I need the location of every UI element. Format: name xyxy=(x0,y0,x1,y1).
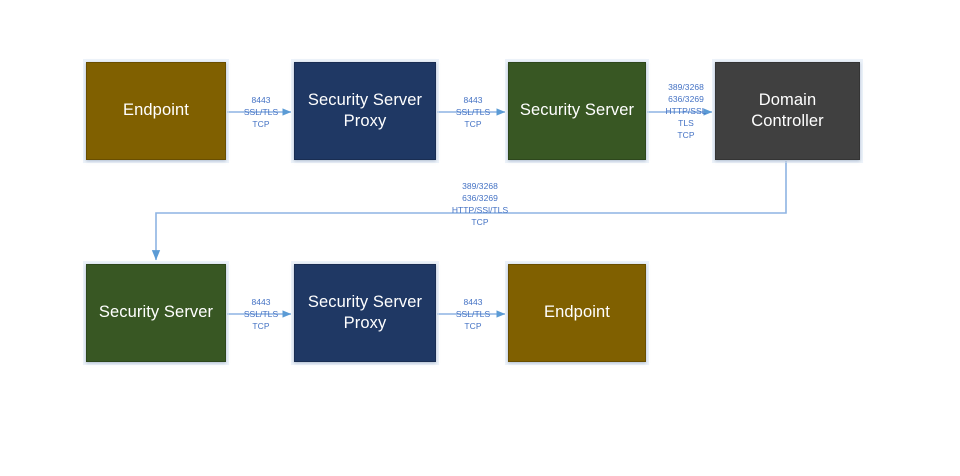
node-security-server-top[interactable]: Security Server xyxy=(508,62,646,160)
link-label-server-to-proxy-bottom: 8443 SSL/TLS TCP xyxy=(243,297,279,332)
link-label-proxy-to-endpoint-bottom: 8443 SSL/TLS TCP xyxy=(455,297,491,332)
node-endpoint-top[interactable]: Endpoint xyxy=(86,62,226,160)
node-label: Domain Controller xyxy=(751,90,824,130)
node-proxy-top[interactable]: Security Server Proxy xyxy=(294,62,436,160)
node-label: Endpoint xyxy=(123,101,189,120)
connector-dc-return-to-server-bottom xyxy=(151,161,787,261)
node-domain-controller[interactable]: Domain Controller xyxy=(715,62,860,160)
node-security-server-bottom[interactable]: Security Server xyxy=(86,264,226,362)
node-label: Security Server Proxy xyxy=(307,90,423,130)
node-label: Security Server xyxy=(98,303,214,322)
link-label-server-to-dc: 389/3268 636/3269 HTTP/SSL TLS TCP xyxy=(665,82,707,141)
node-label: Endpoint xyxy=(544,303,610,322)
link-label-endpoint-to-proxy-top: 8443 SSL/TLS TCP xyxy=(243,95,279,130)
node-label: Security Server Proxy xyxy=(307,292,423,332)
node-endpoint-bottom[interactable]: Endpoint xyxy=(508,264,646,362)
node-proxy-bottom[interactable]: Security Server Proxy xyxy=(294,264,436,362)
link-label-proxy-to-server-top: 8443 SSL/TLS TCP xyxy=(455,95,491,130)
link-label-dc-return-to-server-bottom: 389/3268 636/3269 HTTP/SSl/TLS TCP xyxy=(451,181,509,228)
node-label: Security Server xyxy=(519,101,635,120)
